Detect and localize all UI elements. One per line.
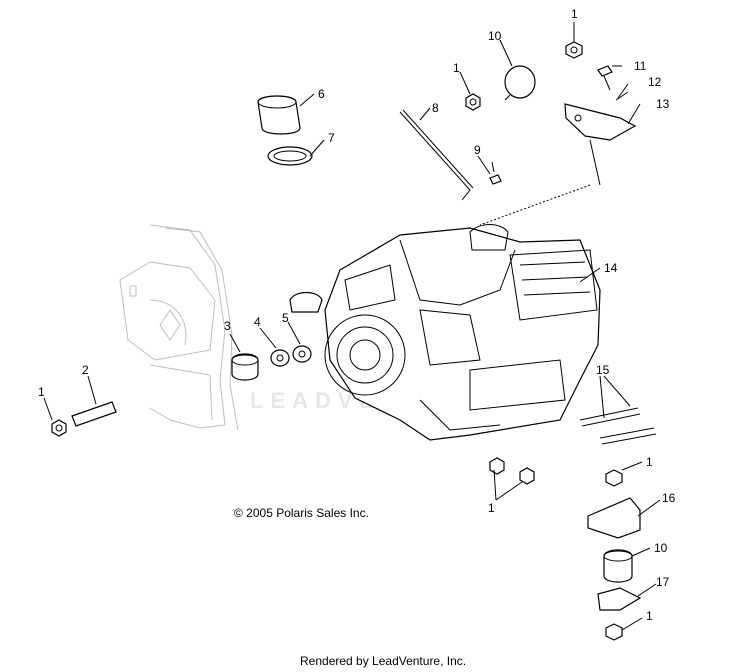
callout-1-top-center: 1 bbox=[453, 61, 460, 75]
engine-mount-10-bottom bbox=[603, 549, 633, 583]
nut-1-top-right bbox=[565, 41, 583, 59]
bracket-17 bbox=[597, 587, 642, 611]
callout-10-top: 10 bbox=[488, 29, 502, 43]
nut-1-left bbox=[51, 419, 67, 437]
spacer-2 bbox=[71, 401, 117, 427]
bracket-13 bbox=[564, 103, 637, 141]
engine-assembly bbox=[289, 224, 601, 441]
nut-1-top-center bbox=[465, 93, 481, 111]
mount-3 bbox=[231, 353, 259, 381]
bolts-15 bbox=[579, 407, 657, 445]
callout-1-bottom-right-bottom: 1 bbox=[646, 609, 653, 623]
callout-13: 13 bbox=[656, 97, 670, 111]
callout-16: 16 bbox=[662, 491, 676, 505]
rod-8 bbox=[399, 109, 474, 201]
callout-1-bottom-right-top: 1 bbox=[646, 455, 653, 469]
leader-lines bbox=[43, 22, 661, 631]
callout-12: 12 bbox=[648, 75, 662, 89]
callout-9: 9 bbox=[474, 143, 481, 157]
bolt-11 bbox=[597, 65, 613, 91]
engine-mount-10-top bbox=[504, 65, 536, 101]
intake-boot-6 bbox=[257, 95, 301, 135]
callout-8: 8 bbox=[432, 101, 439, 115]
callout-1-left: 1 bbox=[38, 385, 45, 399]
callout-5: 5 bbox=[282, 311, 289, 325]
washer-5 bbox=[292, 345, 312, 363]
copyright-text: © 2005 Polaris Sales Inc. bbox=[234, 506, 369, 520]
nut-1-bottom-right-top bbox=[605, 469, 623, 487]
callout-17: 17 bbox=[656, 575, 670, 589]
callout-10-bottom: 10 bbox=[654, 541, 668, 555]
callout-1-bottom-center: 1 bbox=[488, 501, 495, 515]
hose-clamp-7 bbox=[267, 146, 313, 166]
callout-6: 6 bbox=[318, 87, 325, 101]
washer-4 bbox=[270, 349, 290, 367]
pin-12 bbox=[615, 91, 629, 101]
callout-14: 14 bbox=[604, 261, 618, 275]
nuts-1-bottom bbox=[489, 457, 535, 485]
callout-labels: 1 10 11 12 13 6 7 8 9 1 14 3 4 5 2 1 15 … bbox=[38, 7, 676, 623]
callout-3: 3 bbox=[224, 319, 231, 333]
callout-4: 4 bbox=[254, 315, 261, 329]
footer-text: Rendered by LeadVenture, Inc. bbox=[300, 654, 467, 668]
callout-2: 2 bbox=[82, 363, 89, 377]
callout-7: 7 bbox=[328, 131, 335, 145]
callout-1-top-right: 1 bbox=[571, 7, 578, 21]
callout-11: 11 bbox=[634, 59, 647, 73]
frame-outline bbox=[119, 224, 239, 431]
bracket-16 bbox=[587, 497, 641, 539]
callout-15: 15 bbox=[596, 363, 610, 377]
bolt-9 bbox=[489, 161, 502, 185]
nut-1-bottom-right-bottom bbox=[605, 623, 623, 641]
